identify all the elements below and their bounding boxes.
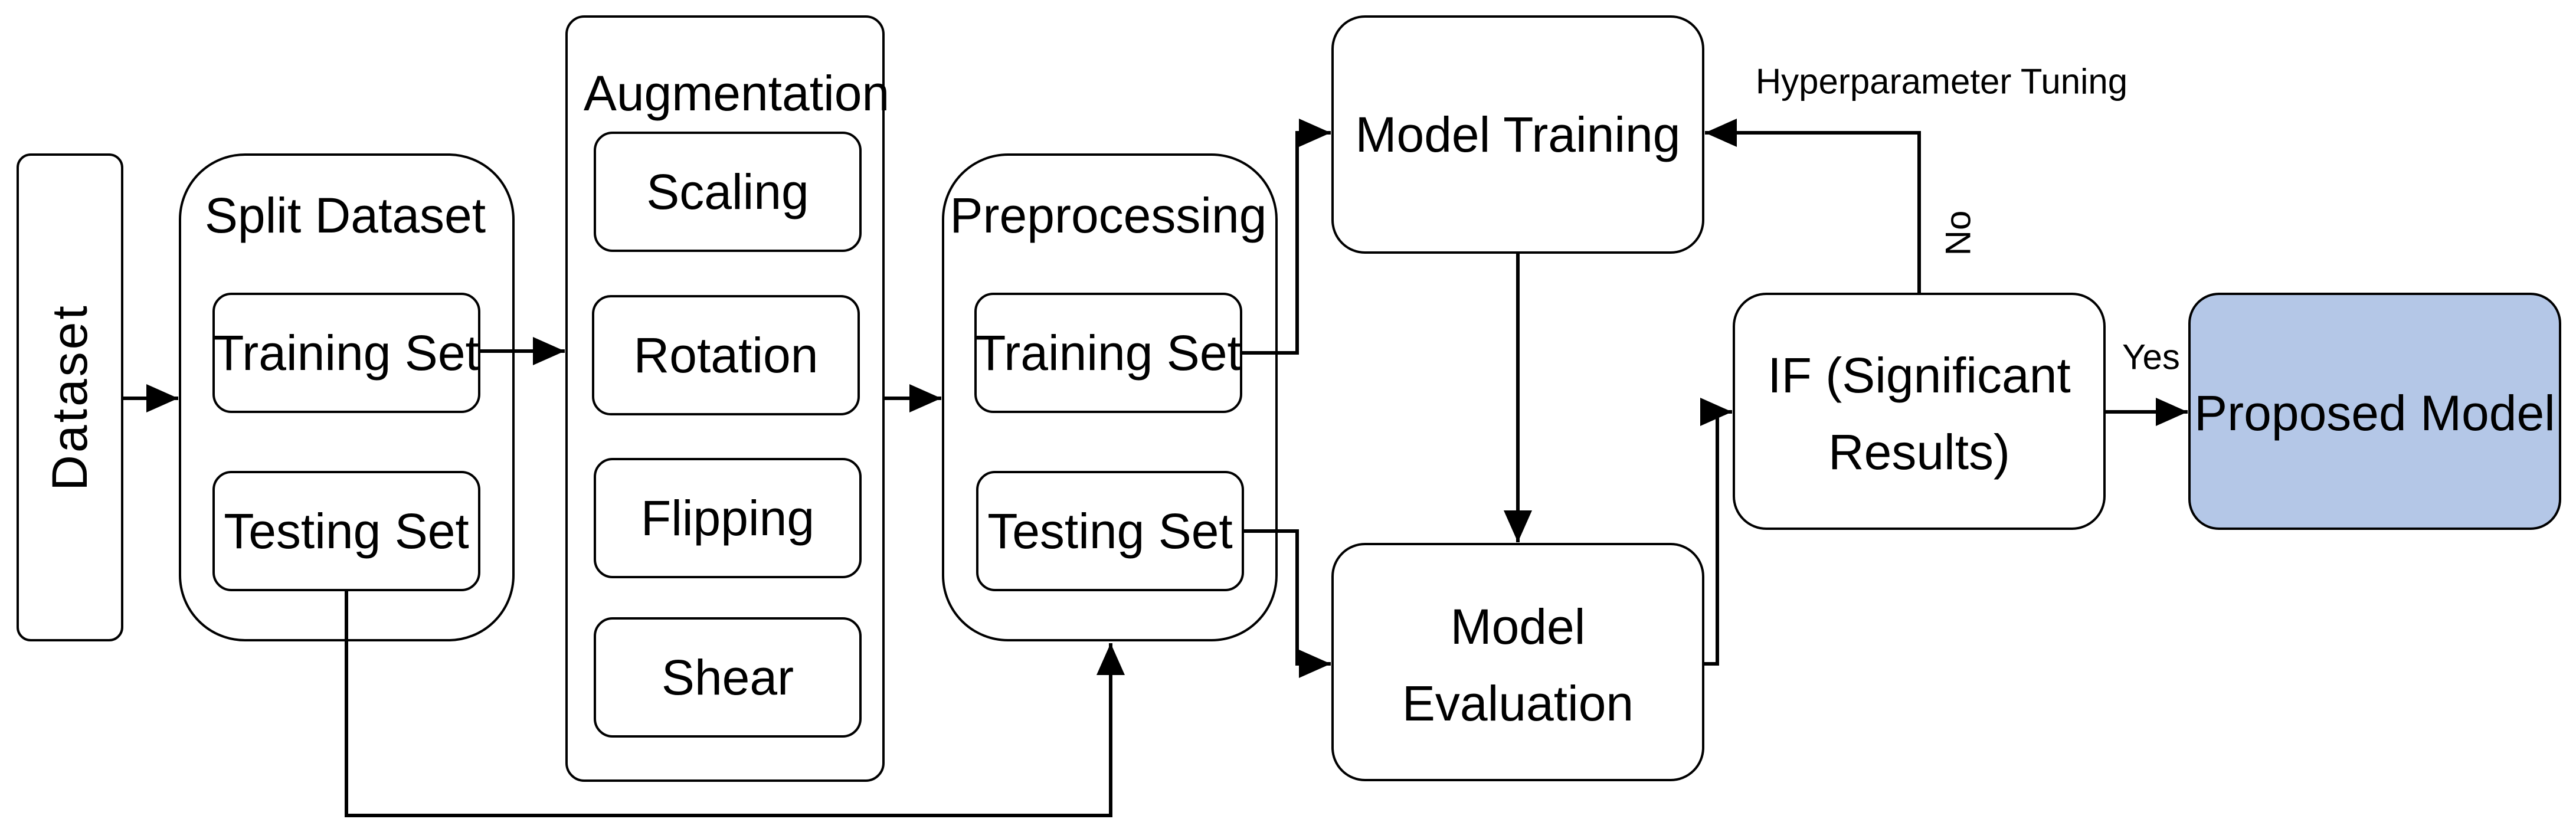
model-evaluation-node: Model Evaluation xyxy=(1331,543,1704,781)
split-testing-set-label: Testing Set xyxy=(224,503,469,559)
decision-label-line2: Results) xyxy=(1828,424,2010,480)
shear-label: Shear xyxy=(662,650,794,705)
preprocessing-title: Preprocessing xyxy=(950,188,1267,243)
proposed-model-label: Proposed Model xyxy=(2194,385,2555,441)
split-dataset-title: Split Dataset xyxy=(205,188,486,243)
pre-training-set-label: Training Set xyxy=(976,325,1241,381)
arrow-pretesting-to-model-evaluation xyxy=(1243,529,1331,678)
pre-testing-set-label: Testing Set xyxy=(987,503,1233,559)
arrow-decision-no-to-training xyxy=(1705,119,1921,294)
model-training-node: Model Training xyxy=(1331,15,1704,254)
flipping-label: Flipping xyxy=(641,490,814,546)
arrow-testing-to-preprocessing xyxy=(345,590,1125,817)
shear-box xyxy=(594,617,862,738)
hyperparameter-tuning-label: Hyperparameter Tuning xyxy=(1756,62,2127,101)
flipping-box xyxy=(594,458,862,578)
split-training-set-label: Training Set xyxy=(214,325,479,381)
model-evaluation-label-line2: Evaluation xyxy=(1402,676,1634,731)
decision-node: IF (Significant Results) xyxy=(1733,293,2106,530)
scaling-label: Scaling xyxy=(646,164,809,220)
decision-label-line1: IF (Significant xyxy=(1767,348,2071,403)
rotation-box xyxy=(592,295,860,415)
preprocessing-node: Preprocessing Training Set Testing Set xyxy=(942,153,1278,641)
split-dataset-node: Split Dataset Training Set Testing Set xyxy=(179,153,515,641)
augmentation-node: Augmentation Scaling Rotation Flipping S… xyxy=(565,15,889,782)
augmentation-title: Augmentation xyxy=(584,65,889,121)
rotation-label: Rotation xyxy=(634,327,819,383)
no-label: No xyxy=(1939,211,1978,256)
arrow-evaluation-to-decision xyxy=(1700,398,1732,666)
model-evaluation-label-line1: Model xyxy=(1451,599,1586,654)
proposed-model-node: Proposed Model xyxy=(2188,293,2561,530)
scaling-box xyxy=(594,132,862,252)
model-training-label: Model Training xyxy=(1356,107,1681,162)
yes-label: Yes xyxy=(2122,338,2180,377)
dataset-label: Dataset xyxy=(42,303,97,491)
arrow-pretraining-to-model-training xyxy=(1241,119,1331,355)
dataset-node: Dataset xyxy=(17,153,123,641)
